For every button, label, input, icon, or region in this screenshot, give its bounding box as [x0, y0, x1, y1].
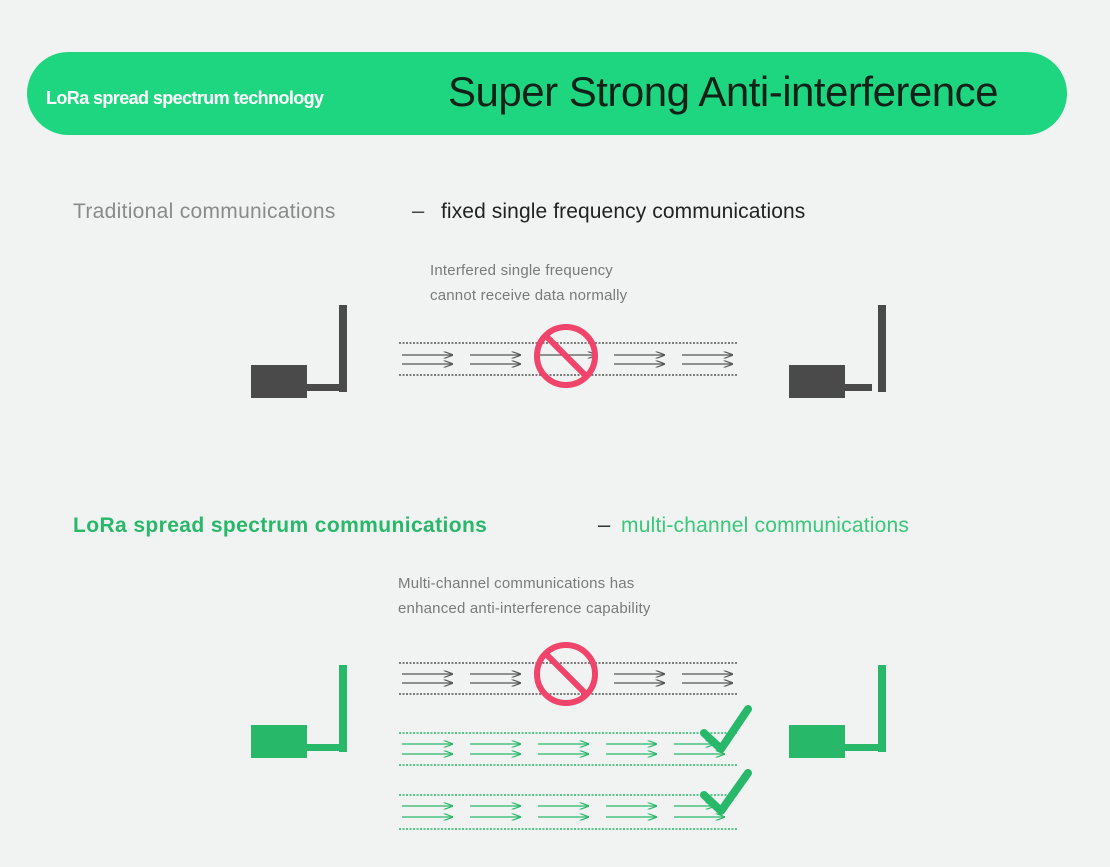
traditional-heading-dash: – — [412, 198, 425, 223]
antenna-device-icon — [789, 665, 886, 758]
prohibited-icon — [534, 642, 598, 706]
blocked-channel — [399, 342, 738, 376]
header-title: Super Strong Anti-interference — [448, 68, 999, 115]
traditional-heading-lead: Traditional communications — [73, 200, 336, 223]
ok-channel — [399, 794, 738, 830]
traditional-heading-main: fixed single frequency communications — [441, 200, 806, 223]
traditional-caption-line2: cannot receive data normally — [430, 287, 628, 304]
lora-heading-lead: LoRa spread spectrum communications — [73, 514, 488, 537]
antenna-device-icon — [789, 305, 886, 398]
antenna-device-icon — [251, 665, 347, 758]
prohibited-icon — [534, 324, 598, 388]
blocked-channel — [399, 662, 738, 695]
lora-caption-line1: Multi-channel communications has — [398, 575, 635, 592]
header-banner — [27, 52, 1067, 135]
ok-channel — [399, 732, 738, 766]
traditional-caption: Interfered single frequency cannot recei… — [430, 258, 627, 308]
lora-caption-line2: enhanced anti-interference capability — [398, 600, 651, 617]
checkmark-icon — [700, 769, 752, 815]
traditional-caption-line1: Interfered single frequency — [430, 262, 614, 279]
lora-heading-main: multi-channel communications — [621, 514, 910, 537]
lora-heading-dash: – — [598, 512, 611, 537]
lora-caption: Multi-channel communications has enhance… — [398, 571, 651, 621]
checkmark-icon — [700, 705, 752, 753]
antenna-device-icon — [251, 305, 347, 398]
header-subtitle: LoRa spread spectrum technology — [46, 88, 324, 108]
